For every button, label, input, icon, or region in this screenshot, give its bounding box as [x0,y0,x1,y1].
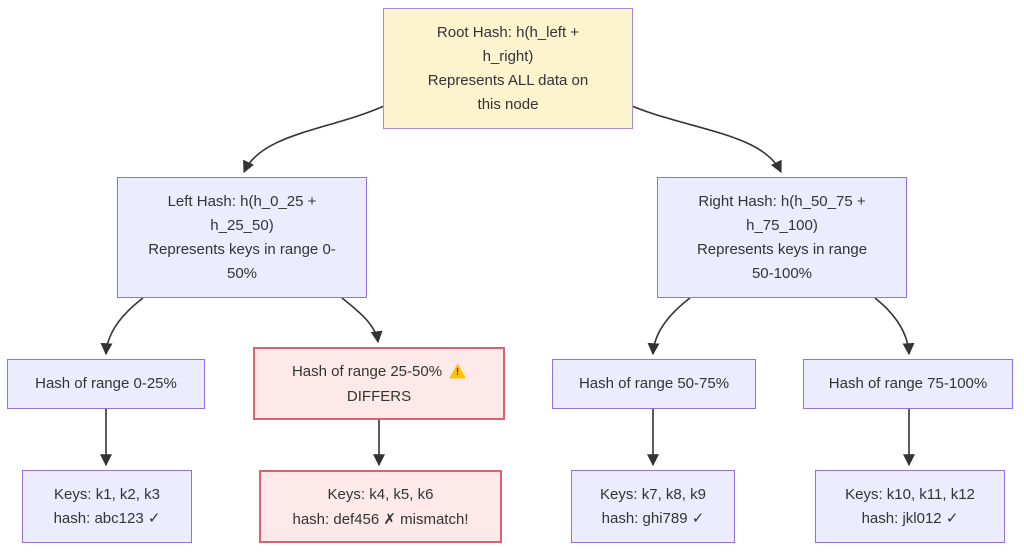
edge-root-to-right-hash [631,105,782,174]
node-text-line: hash: abc123 ✓ [53,509,161,527]
node-text-line: Hash of range 0-25% [35,375,177,392]
edge-left-to-range-0-25 [100,297,144,356]
node-text-line: Hash of range 25-50% [291,362,443,380]
node-text-line: hash: def456 ✗ mismatch! [292,510,469,528]
node-hash-range-25-50-differs: Hash of range 25-50% DIFFERS [253,347,505,420]
node-text-line: Keys: k1, k2, k3 [54,485,160,503]
node-text-line: h_25_50) [210,216,274,234]
warning-icon [449,363,467,379]
node-keys-k10-k12: Keys: k10, k11, k12 hash: jkl012 ✓ [815,470,1005,543]
node-left-hash: Left Hash: h(h_0_25 + h_25_50) Represent… [117,177,367,298]
node-text-line: DIFFERS [346,387,412,405]
node-text-line: Keys: k7, k8, k9 [600,485,706,503]
node-text-line: h_75_100) [746,216,818,234]
node-text-line: Root Hash: h(h_left + [436,23,580,41]
edge-right-to-range-75-100 [874,297,915,356]
node-text-line: hash: ghi789 ✓ [601,509,705,527]
node-root-hash: Root Hash: h(h_left + h_right) Represent… [383,8,633,129]
node-text-line: Right Hash: h(h_50_75 + [698,192,866,210]
node-keys-k1-k3: Keys: k1, k2, k3 hash: abc123 ✓ [22,470,192,543]
node-text-line: this node [477,95,539,113]
node-text-line: Left Hash: h(h_0_25 + [167,192,317,210]
node-text-line: Keys: k4, k5, k6 [327,485,434,503]
node-hash-range-75-100: Hash of range 75-100% [803,359,1013,409]
node-text-line: Hash of range 50-75% [578,375,730,392]
node-text-line: hash: jkl012 ✓ [861,509,959,527]
node-text-line: Represents keys in range 0- [148,240,336,258]
node-keys-k7-k9: Keys: k7, k8, k9 hash: ghi789 ✓ [571,470,735,543]
node-text-line: 50-100% [751,264,813,282]
node-right-hash: Right Hash: h(h_50_75 + h_75_100) Repres… [657,177,907,298]
node-hash-range-50-75: Hash of range 50-75% [552,359,756,409]
edge-right-to-range-50-75 [647,297,691,356]
node-keys-k4-k6-mismatch: Keys: k4, k5, k6 hash: def456 ✗ mismatch… [259,470,502,543]
node-text-line: h_right) [482,47,534,65]
node-hash-range-0-25: Hash of range 0-25% [7,359,205,409]
node-text-line: Represents keys in range [696,240,868,258]
node-text-line: Keys: k10, k11, k12 [845,485,975,503]
node-text-line: 50% [226,264,258,282]
edge-left-to-range-25-50 [341,297,383,344]
edge-root-to-left-hash [243,105,385,174]
node-text-line: Hash of range 75-100% [828,375,988,392]
node-text-line: Represents ALL data on [427,71,589,89]
